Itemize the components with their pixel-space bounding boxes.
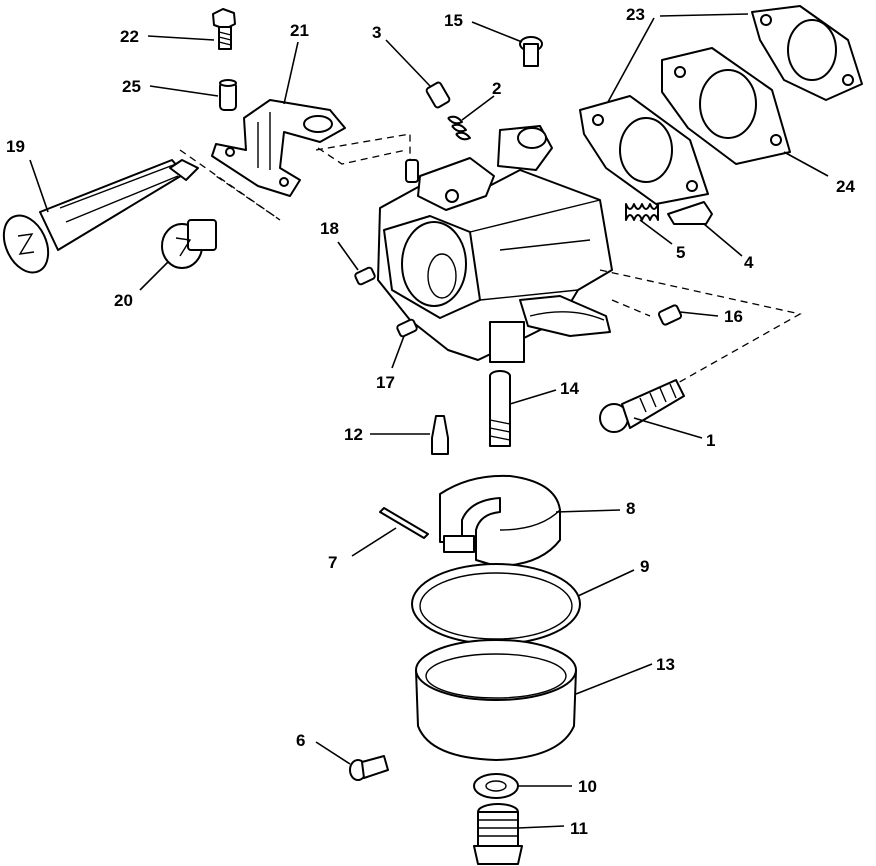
part-16-screw <box>657 304 683 326</box>
callout-20: 20 <box>114 291 133 310</box>
callout-labels: 22 25 21 19 20 3 2 15 23 24 5 4 18 16 17… <box>6 5 855 838</box>
part-13-float-bowl <box>415 639 577 761</box>
part-8-float <box>439 474 561 567</box>
callout-2: 2 <box>492 79 501 98</box>
leader-lines <box>29 13 829 829</box>
part-3-screw <box>425 81 451 109</box>
callout-5: 5 <box>676 243 685 262</box>
part-18-screw <box>354 266 376 286</box>
callout-22: 22 <box>120 27 139 46</box>
callout-12: 12 <box>344 425 363 444</box>
callout-24: 24 <box>836 177 855 196</box>
callout-18: 18 <box>320 219 339 238</box>
callout-9: 9 <box>640 557 649 576</box>
part-22-screw <box>212 8 236 50</box>
part-15-screw <box>519 36 543 67</box>
part-21-bracket <box>211 99 346 197</box>
part-5-spring <box>625 203 659 221</box>
assembly-dashed-lines <box>179 133 802 385</box>
part-9-gasket-ring <box>411 563 581 645</box>
callout-19: 19 <box>6 137 25 156</box>
callout-8: 8 <box>626 499 635 518</box>
part-20-plug <box>161 219 217 269</box>
part-12-needle <box>431 415 449 455</box>
callout-4: 4 <box>744 253 754 272</box>
part-6-screw <box>349 755 389 781</box>
callout-25: 25 <box>122 77 141 96</box>
part-carburetor-body <box>377 125 613 363</box>
part-23-gasket-inner <box>579 95 709 205</box>
callout-10: 10 <box>578 777 597 796</box>
callout-14: 14 <box>560 379 579 398</box>
callout-3: 3 <box>372 23 381 42</box>
part-2-spring <box>447 115 471 141</box>
callout-23: 23 <box>626 5 645 24</box>
callout-16: 16 <box>724 307 743 326</box>
part-4-screw <box>667 201 713 225</box>
part-24-spacer <box>661 47 791 165</box>
callout-1: 1 <box>706 431 715 450</box>
part-23-gasket-outer <box>751 5 863 101</box>
part-17-screw <box>396 318 418 338</box>
part-1-bolt <box>599 379 685 433</box>
callout-21: 21 <box>290 21 309 40</box>
callout-7: 7 <box>328 553 337 572</box>
part-14-jet-tube <box>489 370 511 447</box>
part-7-pin <box>379 507 429 539</box>
callout-15: 15 <box>444 11 463 30</box>
part-10-washer <box>473 773 519 799</box>
part-11-drain-plug <box>473 803 523 865</box>
callout-13: 13 <box>656 655 675 674</box>
part-19-choke-knob <box>2 159 199 274</box>
callout-6: 6 <box>296 731 305 750</box>
callout-11: 11 <box>570 819 588 838</box>
part-25-pin <box>219 79 237 111</box>
callout-17: 17 <box>376 373 395 392</box>
